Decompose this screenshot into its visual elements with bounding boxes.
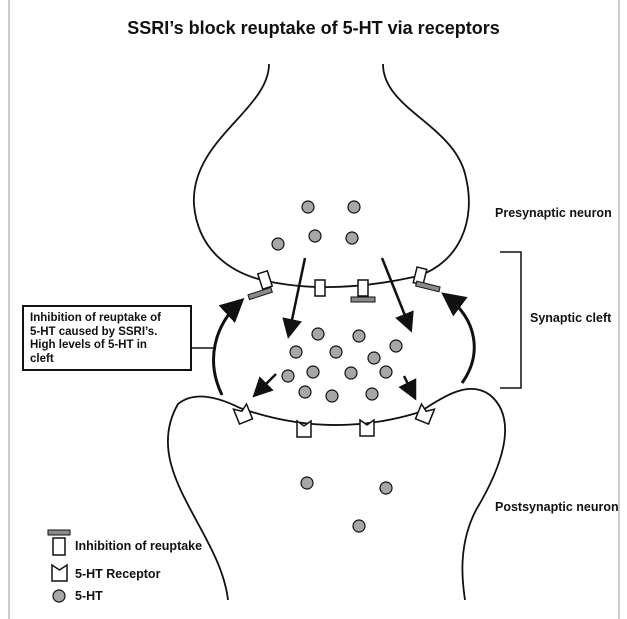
diagram-title: SSRI’s block reuptake of 5-HT via recept… (127, 18, 500, 38)
bind-arrow-right (398, 375, 417, 401)
legend-serotonin-label: 5-HT (75, 589, 103, 603)
postsynaptic-receptor-2 (296, 419, 312, 438)
serotonin-molecule (344, 366, 358, 380)
callout-line: High levels of 5-HT in (30, 339, 147, 351)
postsynaptic-label: Postsynaptic neuron (495, 500, 619, 514)
presynaptic-label: Presynaptic neuron (495, 206, 612, 220)
serotonin-molecule (379, 481, 393, 495)
callout-line: Inhibition of reuptake of (30, 312, 161, 324)
serotonin-molecule (289, 345, 303, 359)
presynaptic-transporter-1 (256, 269, 274, 291)
legend-receptor-label: 5-HT Receptor (75, 567, 161, 581)
serotonin-molecule (311, 327, 325, 341)
synaptic-cleft-bracket (500, 251, 522, 389)
postsynaptic-neuron-outline (166, 387, 506, 601)
reuptake-arrow-right (441, 292, 476, 384)
callout-line: cleft (30, 352, 54, 365)
serotonin-molecule (300, 476, 314, 490)
ssri-inhibitor-bar-3 (415, 280, 441, 293)
serotonin-molecule (298, 385, 312, 399)
reuptake-arrow-left (212, 297, 245, 396)
postsynaptic-receptor-4 (414, 402, 436, 426)
legend-inhibitor-icon (47, 529, 71, 536)
legend-transporter-icon (52, 537, 66, 556)
serotonin-molecule (301, 200, 315, 214)
postsynaptic-receptor-1 (232, 402, 254, 426)
synaptic-cleft-label: Synaptic cleft (530, 311, 612, 325)
serotonin-molecule (306, 365, 320, 379)
serotonin-molecule (352, 329, 366, 343)
serotonin-molecule (281, 369, 295, 383)
ssri-inhibitor-bar-2 (350, 296, 376, 303)
serotonin-molecule (352, 519, 366, 533)
serotonin-molecule (389, 339, 403, 353)
serotonin-molecule (329, 345, 343, 359)
presynaptic-transporter-3 (357, 279, 369, 297)
presynaptic-neuron-outline (193, 63, 470, 289)
bind-arrow-left (252, 373, 277, 398)
ssri-inhibitor-bar-1 (247, 286, 273, 301)
release-arrow-right (380, 257, 414, 333)
serotonin-molecule (347, 200, 361, 214)
serotonin-molecule (271, 237, 285, 251)
presynaptic-transporter-2 (314, 279, 326, 297)
serotonin-molecule (367, 351, 381, 365)
callout-line: 5-HT caused by SSRI’s. (30, 325, 158, 338)
serotonin-molecule (325, 389, 339, 403)
legend-receptor-icon (51, 563, 68, 582)
release-arrow-left (282, 257, 307, 339)
serotonin-molecule (308, 229, 322, 243)
serotonin-molecule (379, 365, 393, 379)
callout-box: Inhibition of reuptake of 5-HT caused by… (22, 305, 192, 371)
legend-inhibition-label: Inhibition of reuptake (75, 539, 203, 553)
serotonin-molecule (365, 387, 379, 401)
postsynaptic-receptor-3 (359, 418, 375, 437)
serotonin-molecule (345, 231, 359, 245)
legend-serotonin-icon (52, 589, 66, 603)
